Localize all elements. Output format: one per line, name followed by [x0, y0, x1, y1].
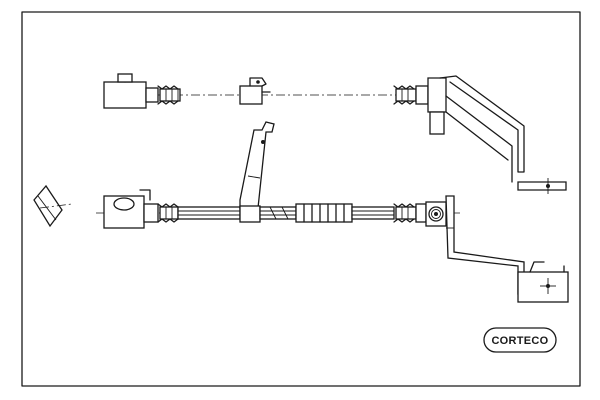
- main-left-banjo-fitting: [103, 189, 179, 229]
- loose-angled-clip: [33, 184, 73, 228]
- main-right-fitting: [393, 201, 447, 227]
- logo-text: CORTECO: [491, 335, 548, 347]
- hose-support-bracket: [239, 121, 275, 223]
- top-mounting-clip: [239, 77, 271, 105]
- drawing-frame: [21, 11, 581, 387]
- hose-protection-sleeve: [295, 203, 353, 223]
- brake-hose-middle-segment: [259, 206, 297, 220]
- top-right-fitting-bracket: [393, 75, 567, 194]
- corteco-logo: CORTECO: [483, 327, 557, 353]
- main-right-mounting-bracket: [445, 195, 569, 303]
- top-left-banjo-fitting: [103, 73, 181, 109]
- brake-hose-right-segment: [351, 206, 395, 220]
- brake-hose-left-segment: [177, 206, 241, 220]
